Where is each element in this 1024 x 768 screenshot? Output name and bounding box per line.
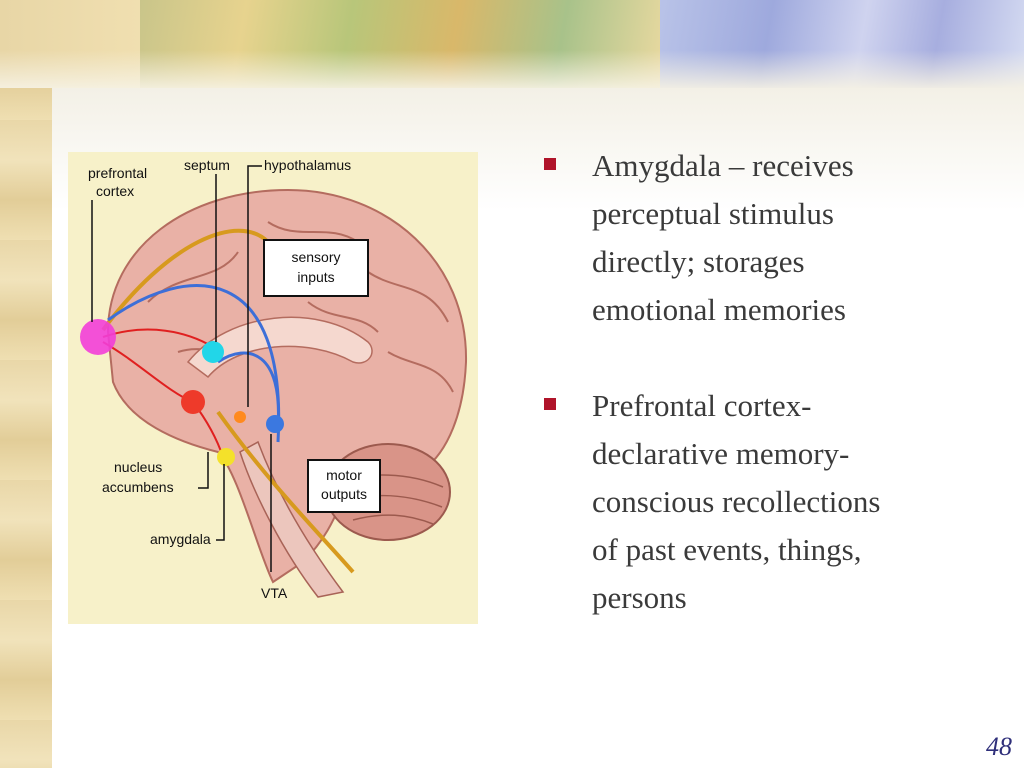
prefrontal-region bbox=[80, 319, 116, 355]
nucleus-accumbens-region bbox=[217, 448, 235, 466]
label-motor-line1: motor bbox=[326, 467, 362, 483]
label-nucleus-line1: nucleus bbox=[114, 459, 162, 475]
page-number: 48 bbox=[986, 732, 1012, 761]
leader-lines bbox=[91, 165, 272, 572]
label-vta: VTA bbox=[261, 585, 288, 601]
bullet-square-icon bbox=[544, 158, 556, 170]
pathway-blue-arc bbox=[107, 284, 281, 443]
label-hypothalamus: hypothalamus bbox=[264, 157, 351, 173]
bullet-square-icon bbox=[544, 398, 556, 410]
vta-region bbox=[266, 415, 284, 433]
bullet-line: perceptual stimulus bbox=[592, 196, 834, 231]
bullet-list: Amygdala – receives perceptual stimulus … bbox=[540, 142, 980, 622]
pathway-gold bbox=[101, 228, 270, 332]
pathway-blue-inner bbox=[217, 351, 280, 428]
bullet-item-prefrontal: Prefrontal cortex- declarative memory- c… bbox=[540, 382, 980, 622]
motor-outputs-box bbox=[307, 459, 381, 513]
decorative-left-strip bbox=[0, 0, 66, 768]
decorative-top-banner bbox=[0, 0, 1024, 88]
septum-region bbox=[202, 341, 224, 363]
bullet-line: Prefrontal cortex- bbox=[592, 388, 812, 423]
pathway-gold-descending bbox=[216, 410, 355, 574]
bullet-line: declarative memory- bbox=[592, 436, 850, 471]
label-septum: septum bbox=[184, 157, 230, 173]
pathway-red-2 bbox=[102, 328, 214, 348]
label-sensory-line2: inputs bbox=[297, 269, 334, 285]
label-prefrontal-line2: cortex bbox=[96, 183, 134, 199]
bullet-line: emotional memories bbox=[592, 292, 846, 327]
bullet-line: persons bbox=[592, 580, 687, 615]
label-motor-line2: outputs bbox=[321, 486, 367, 502]
label-sensory-line1: sensory bbox=[291, 249, 340, 265]
label-amygdala: amygdala bbox=[150, 531, 211, 547]
corpus-callosum bbox=[186, 316, 373, 379]
sensory-inputs-box bbox=[263, 239, 369, 297]
label-prefrontal-line1: prefrontal bbox=[88, 165, 147, 181]
brain-diagram-svg: prefrontal cortex septum hypothalamus se… bbox=[80, 157, 468, 601]
cerebrum-gyri bbox=[147, 221, 454, 393]
bullet-line: directly; storages bbox=[592, 244, 805, 279]
label-nucleus-line2: accumbens bbox=[102, 479, 174, 495]
bullet-line: conscious recollections bbox=[592, 484, 881, 519]
bullet-item-amygdala: Amygdala – receives perceptual stimulus … bbox=[540, 142, 980, 334]
bullet-line: Amygdala – receives bbox=[592, 148, 854, 183]
brain-diagram: prefrontal cortex septum hypothalamus se… bbox=[68, 152, 478, 624]
amygdala-region bbox=[181, 390, 205, 414]
bullet-line: of past events, things, bbox=[592, 532, 862, 567]
hypothalamus-region bbox=[234, 411, 246, 423]
